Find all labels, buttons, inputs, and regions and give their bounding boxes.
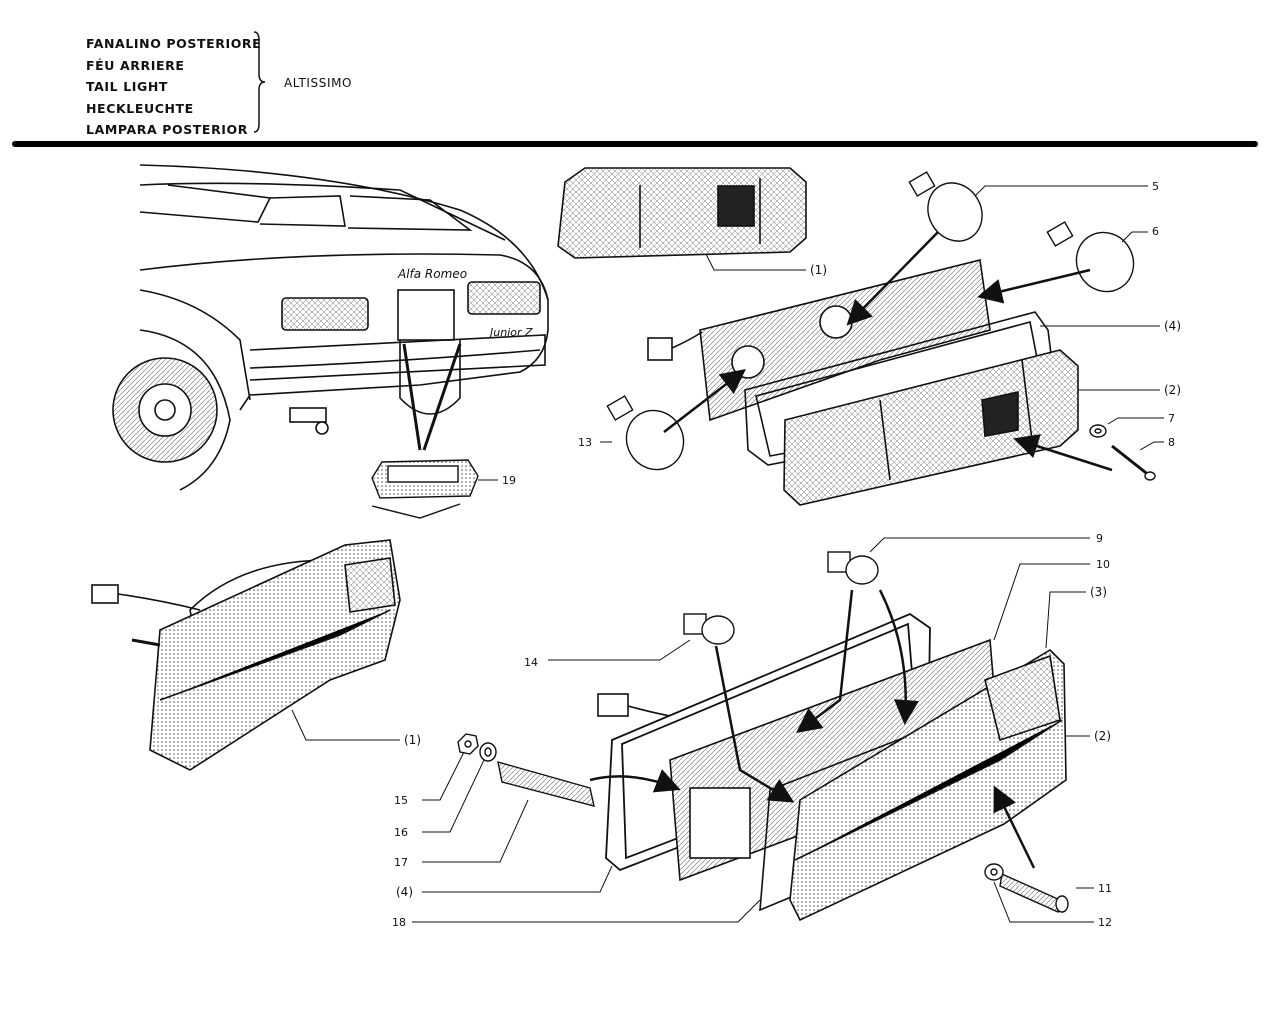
screw-8: [1111, 444, 1156, 481]
label-1-top: (1): [810, 263, 827, 277]
top-leaders: [600, 185, 1164, 451]
label-18: 18: [392, 916, 406, 929]
model-name: ALTISSIMO: [284, 76, 353, 90]
title-block: FANALINO POSTERIORE FÉU ARRIERE TAIL LIG…: [86, 33, 261, 141]
bulb-6: [1046, 221, 1135, 293]
car-rear-view: [112, 164, 549, 491]
bulb-5: [908, 171, 983, 242]
leader-1-bottom: [291, 709, 400, 741]
nut-12: [984, 863, 1004, 881]
leader-1-top: [705, 253, 806, 271]
label-9: 9: [1096, 532, 1103, 545]
lens-top: [783, 349, 1079, 506]
label-3: (3): [1090, 585, 1107, 599]
car-brand-badge: Alfa Romeo: [397, 267, 467, 281]
plate-light-arrows: [402, 343, 462, 451]
label-4-bottom: (4): [396, 885, 413, 899]
header-rule: [12, 141, 1258, 147]
label-15: 15: [394, 794, 408, 807]
lens-bottom: [789, 648, 1067, 922]
label-12: 12: [1098, 916, 1112, 929]
title-brace: [253, 31, 266, 133]
nut-7: [1089, 424, 1107, 438]
label-16: 16: [394, 826, 408, 839]
bottom-assembly-arrows: [589, 589, 1036, 869]
label-7: 7: [1168, 412, 1175, 425]
label-4-top: (4): [1164, 319, 1181, 333]
title-french: FÉU ARRIERE: [86, 57, 185, 73]
title-german: HECKLEUCHTE: [86, 100, 194, 116]
label-1-bottom: (1): [404, 733, 421, 747]
bottom-leaders: [412, 537, 1094, 923]
title-spanish: LAMPARA POSTERIOR: [86, 122, 249, 137]
title-italian: FANALINO POSTERIORE: [86, 36, 262, 51]
tail-light-assembly-top: [557, 167, 807, 259]
label-11: 11: [1098, 882, 1112, 895]
stud-17: [497, 761, 595, 807]
label-8: 8: [1168, 436, 1175, 449]
label-10: 10: [1096, 558, 1110, 571]
bulb-9: [827, 551, 879, 585]
label-19: 19: [502, 474, 516, 487]
tail-light-assembly-bottom-left: [91, 539, 401, 771]
bulb-14: [683, 613, 735, 645]
label-13: 13: [578, 436, 592, 449]
label-17: 17: [394, 856, 408, 869]
washer-16: [479, 742, 497, 762]
bulb-13: [606, 395, 685, 471]
label-6: 6: [1152, 225, 1159, 238]
plate-light-19: [371, 459, 479, 519]
nut-15: [457, 733, 479, 755]
label-2-bottom: (2): [1094, 729, 1111, 743]
car-model-badge: Junior Z: [488, 326, 533, 339]
label-14: 14: [524, 656, 538, 669]
label-2-top: (2): [1164, 383, 1181, 397]
screw-11: [999, 872, 1069, 914]
top-assembly-arrows: [663, 231, 1113, 472]
lamp-housing-top: [647, 259, 991, 422]
label-5: 5: [1152, 180, 1159, 193]
title-english: TAIL LIGHT: [86, 79, 169, 94]
